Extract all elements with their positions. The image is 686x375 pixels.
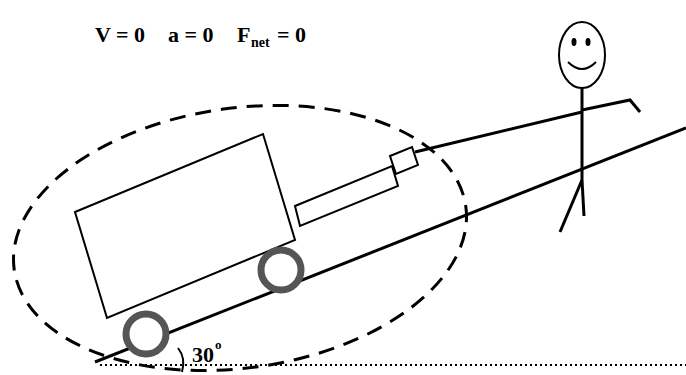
- force-subscript: net: [251, 36, 270, 50]
- degree-mark: o: [215, 338, 222, 351]
- wagon-handle: [295, 166, 398, 226]
- angle-value: 30: [192, 344, 214, 366]
- horizontal-reference: [100, 364, 686, 366]
- force-symbol: F: [237, 24, 250, 46]
- handle-grip: [390, 147, 418, 174]
- person-head: [559, 22, 605, 88]
- system-boundary: [0, 78, 484, 375]
- person-body: [415, 88, 640, 232]
- wagon-wheel: [126, 314, 166, 354]
- person-smile: [568, 62, 596, 69]
- acceleration-label: a = 0: [168, 24, 214, 46]
- wagon-body: [75, 134, 295, 318]
- person-eye: [572, 38, 577, 46]
- velocity-label: V = 0: [95, 24, 145, 46]
- force-value: = 0: [277, 24, 306, 46]
- person-eye: [586, 38, 591, 46]
- wagon-wheel: [261, 250, 301, 290]
